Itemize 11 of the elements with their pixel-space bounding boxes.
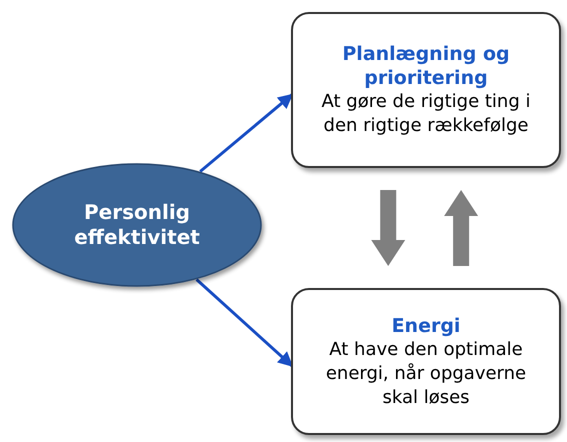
arrow — [199, 94, 294, 173]
node-label: Personlig effektivitet — [73, 200, 201, 250]
box-description: At have den optimale energi, når opgaverne skal løses — [324, 338, 528, 410]
text-box — [291, 288, 561, 435]
box-heading: Energi — [390, 314, 462, 338]
box-description: At gøre de rigtige ting i den rigtige rækkefølge — [320, 90, 532, 138]
block-arrow — [444, 190, 478, 266]
block-arrow — [371, 190, 406, 266]
box-heading: Planlægning og prioritering — [341, 42, 511, 90]
arrow — [196, 278, 294, 368]
text-box — [291, 12, 561, 168]
